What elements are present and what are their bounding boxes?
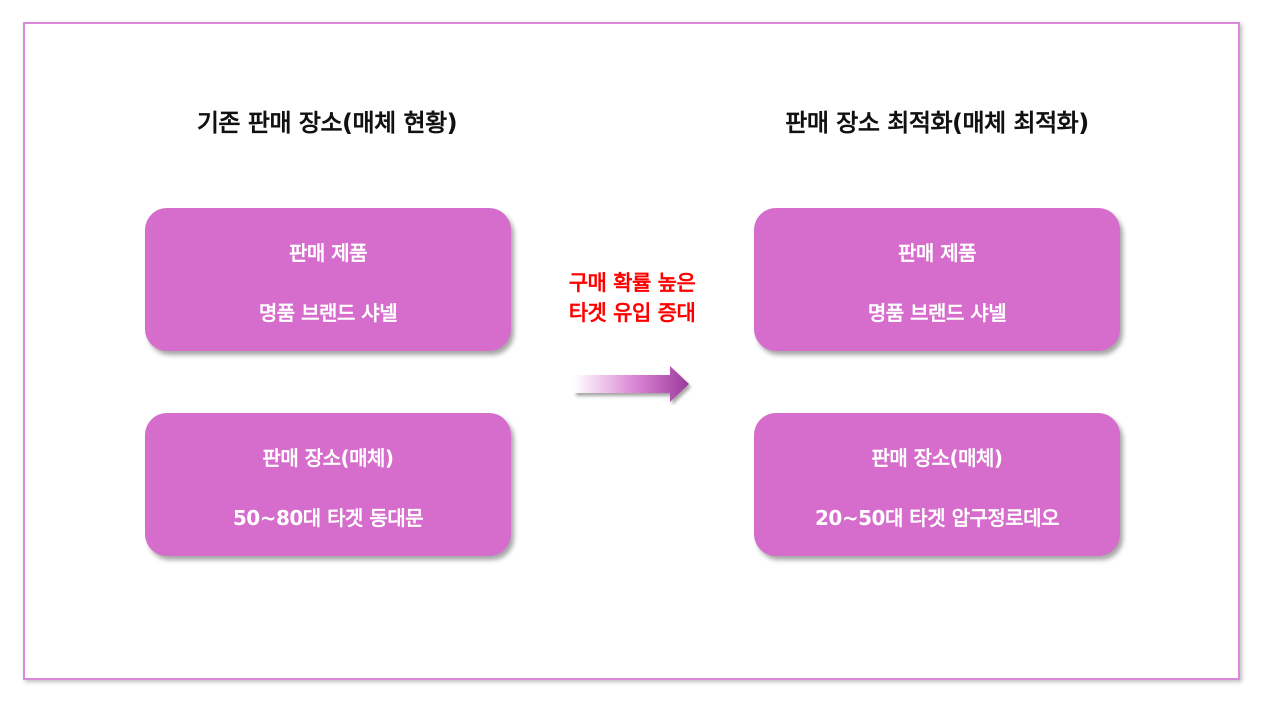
card-heading: 판매 장소(매체) [262, 446, 394, 470]
optimized-product-card: 판매 제품 명품 브랜드 샤넬 [754, 208, 1120, 351]
optimized-channel-title: 판매 장소 최적화(매체 최적화) [785, 109, 1089, 137]
transition-label-line1: 구매 확률 높은 [568, 271, 696, 295]
right-arrow-icon [572, 365, 692, 405]
transition-label: 구매 확률 높은 타겟 유입 증대 [540, 268, 724, 328]
right-arrow-svg [574, 366, 689, 402]
current-location-card: 판매 장소(매체) 50~80대 타겟 동대문 [145, 413, 511, 556]
current-product-card: 판매 제품 명품 브랜드 샤넬 [145, 208, 511, 351]
optimized-location-card: 판매 장소(매체) 20~50대 타겟 압구정로데오 [754, 413, 1120, 556]
current-channel-title: 기존 판매 장소(매체 현황) [196, 109, 458, 137]
card-detail: 명품 브랜드 샤넬 [258, 301, 398, 325]
card-detail: 20~50대 타겟 압구정로데오 [815, 506, 1059, 530]
card-heading: 판매 장소(매체) [871, 446, 1003, 470]
card-detail: 50~80대 타겟 동대문 [232, 506, 424, 530]
card-detail: 명품 브랜드 샤넬 [867, 301, 1007, 325]
card-heading: 판매 제품 [897, 241, 977, 265]
card-heading: 판매 제품 [288, 241, 368, 265]
slide-frame [23, 22, 1240, 680]
transition-label-line2: 타겟 유입 증대 [568, 301, 696, 325]
